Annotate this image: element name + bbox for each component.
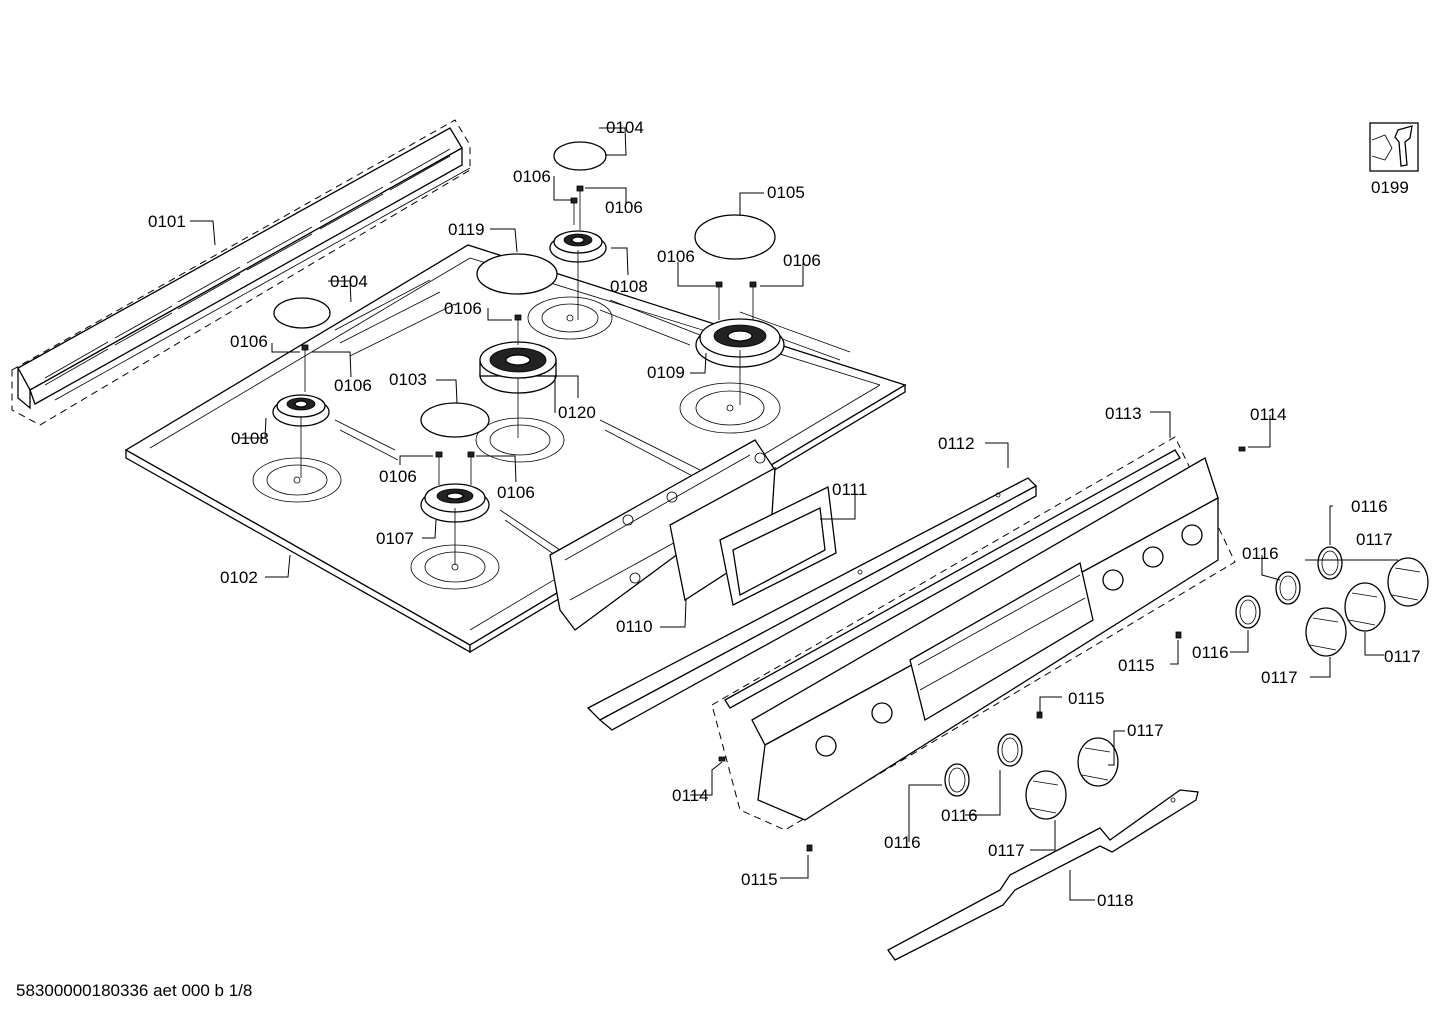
callout-0114: 0114 xyxy=(1250,405,1287,424)
callout-0103: 0103 xyxy=(389,370,427,389)
rear-trim-part xyxy=(11,119,471,426)
callout-0108: 0108 xyxy=(231,429,269,448)
callout-0106: 0106 xyxy=(230,332,268,351)
callout-0117: 0117 xyxy=(1384,647,1421,666)
burner-head-0108-top xyxy=(549,230,607,263)
document-footer-code: 58300000180336 aet 000 b 1/8 xyxy=(16,981,253,1000)
burner-cap-0119 xyxy=(476,253,558,295)
callout-0113: 0113 xyxy=(1105,404,1142,423)
burner-cap-small-top xyxy=(553,141,607,171)
burner-cap-small-left xyxy=(273,297,331,329)
burner-head-0120 xyxy=(479,341,557,394)
callout-0110: 0110 xyxy=(616,617,653,636)
callout-0104: 0104 xyxy=(330,272,368,291)
callout-0116: 0116 xyxy=(884,833,921,852)
burner-head-0109 xyxy=(695,318,785,368)
screws-0106 xyxy=(301,185,757,485)
callout-0106: 0106 xyxy=(605,198,643,217)
control-panel-0113 xyxy=(711,436,1236,831)
callout-0112: 0112 xyxy=(938,434,975,453)
callout-0106: 0106 xyxy=(379,467,417,486)
callout-0117: 0117 xyxy=(1261,668,1298,687)
callout-0115: 0115 xyxy=(1068,689,1105,708)
callout-0102: 0102 xyxy=(220,568,258,587)
knobs xyxy=(1025,557,1429,820)
cooktop-base-part xyxy=(124,244,907,654)
callout-0116: 0116 xyxy=(941,806,978,825)
strap-0118 xyxy=(887,789,1199,961)
display-module-0111 xyxy=(669,466,837,606)
callout-0106: 0106 xyxy=(444,299,482,318)
callout-0109: 0109 xyxy=(647,363,685,382)
callout-0119: 0119 xyxy=(448,220,485,239)
callout-labels: 0101 0102 0103 0104 0104 0105 0106 0106 … xyxy=(148,118,1421,910)
burner-head-0108-left xyxy=(272,394,330,427)
callout-0104: 0104 xyxy=(606,118,644,137)
callout-0106: 0106 xyxy=(513,167,551,186)
callout-0101: 0101 xyxy=(148,212,186,231)
callout-0118: 0118 xyxy=(1097,891,1134,910)
burner-heads xyxy=(272,230,785,565)
wrench-hex-icon xyxy=(1369,122,1419,172)
callout-0106: 0106 xyxy=(497,483,535,502)
callout-0115: 0115 xyxy=(1118,656,1155,675)
burner-cap-0103 xyxy=(420,402,490,438)
callout-0108: 0108 xyxy=(610,277,648,296)
burner-caps xyxy=(273,141,776,438)
callout-0116: 0116 xyxy=(1242,544,1279,563)
burner-head-0107 xyxy=(420,483,490,523)
callout-0199: 0199 xyxy=(1371,178,1409,197)
rail-0112 xyxy=(586,477,1038,731)
callout-0105: 0105 xyxy=(767,183,805,202)
callout-0120: 0120 xyxy=(558,403,596,422)
callout-0106: 0106 xyxy=(334,376,372,395)
callout-0116: 0116 xyxy=(1351,497,1388,516)
callout-0115: 0115 xyxy=(741,870,778,889)
leader-lines xyxy=(190,127,1398,901)
callout-0106: 0106 xyxy=(783,251,821,270)
callout-0117: 0117 xyxy=(1127,721,1164,740)
callout-0107: 0107 xyxy=(376,529,414,548)
callout-0106: 0106 xyxy=(657,247,695,266)
callout-0117: 0117 xyxy=(988,841,1025,860)
callout-0116: 0116 xyxy=(1192,643,1229,662)
callout-0117: 0117 xyxy=(1356,530,1393,549)
callout-0111: 0111 xyxy=(832,480,867,499)
knob-bezels xyxy=(944,546,1343,797)
burner-cap-0105 xyxy=(694,214,776,260)
callout-0114: 0114 xyxy=(672,786,709,805)
